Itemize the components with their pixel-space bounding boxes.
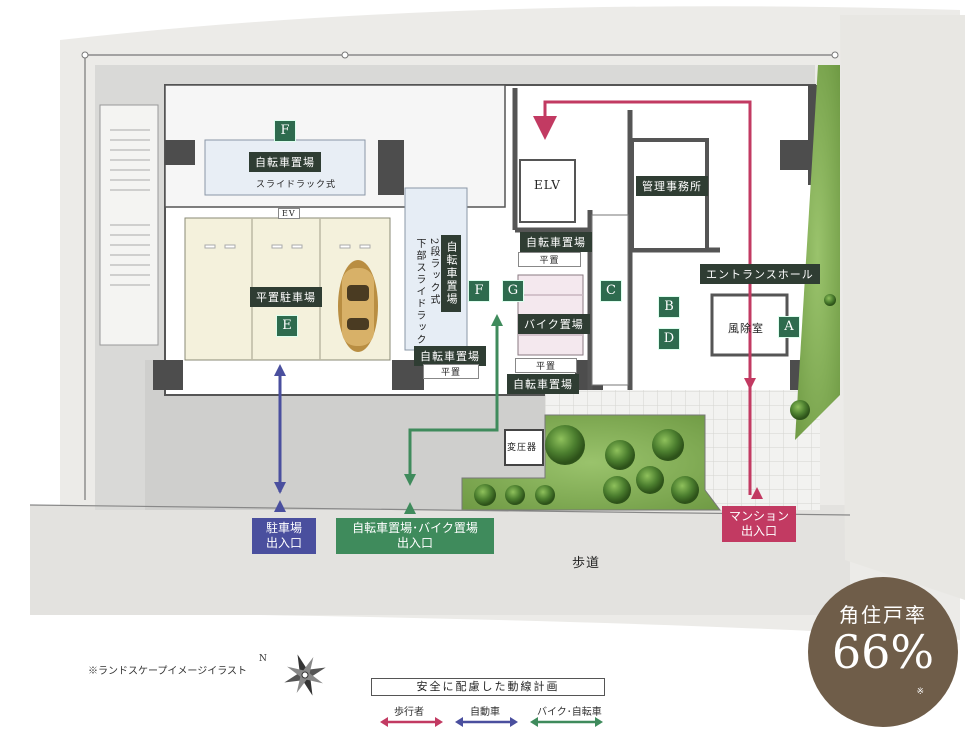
parking-entrance-label: 駐車場 出入口 [252,518,316,554]
legend-arrow-bicycle [530,717,603,727]
badge-value: 66% [831,625,935,679]
tag-d: D [658,328,680,350]
transformer-label: 変圧器 [507,443,538,453]
bike-parking-vertical-label: 自転車置場 [441,235,461,312]
badge-title: 角住戸率 [839,603,927,627]
badge-mark: ※ [916,687,924,697]
compass-icon [284,654,326,696]
bike-parking-c-top-label: 自転車置場 [520,232,592,252]
bike-parking-left-bottom-label: 自転車置場 [414,346,486,366]
tag-f-mid: F [468,280,490,302]
sidewalk-label: 歩道 [572,556,601,571]
corner-unit-badge: 角住戸率 66% ※ [808,577,958,727]
ev-label: EV [278,208,300,219]
legend-arrow-pedestrian [380,717,443,727]
tag-g: G [502,280,524,302]
tag-a: A [778,316,800,338]
landscape-note: ※ランドスケープイメージイラスト [88,666,247,677]
tag-b: B [658,296,680,318]
tag-f-top: F [274,120,296,142]
tag-c: C [600,280,622,302]
rack-vertical-label-1: 2段ラック式 [428,238,439,307]
entrance-hall-label: エントランスホール [700,264,820,284]
compass-letter: N [259,654,267,664]
management-office-label: 管理事務所 [636,176,708,196]
legend-pedestrian-label: 歩行者 [394,707,424,718]
windbreak-room-label: 風除室 [728,322,764,335]
flat-1-label: 平置 [518,252,581,267]
tag-e: E [276,315,298,337]
bike-parking-f-top-label: 自転車置場 [249,152,321,172]
flat-3-label: 平置 [515,358,577,373]
flat-2-label: 平置 [423,364,479,379]
slide-rack-label: スライドラック式 [256,180,337,190]
bike-entrance-label: 自転車置場･バイク置場 出入口 [336,518,494,554]
legend-car-label: 自動車 [470,707,500,718]
car-icon [338,260,378,352]
legend-title: 安全に配慮した動線計画 [371,678,605,696]
bike-parking-g-bottom-label: 自転車置場 [507,374,579,394]
rack-vertical-label-2: 下部スライドラック [414,238,425,346]
motorbike-parking-label: バイク置場 [518,314,590,334]
elv-label: ELV [534,178,561,192]
flat-parking-label: 平置駐車場 [250,287,322,307]
mansion-entrance-label: マンション 出入口 [722,506,796,542]
legend-bicycle-label: バイク･自転車 [537,707,602,718]
legend-arrow-car [455,717,518,727]
